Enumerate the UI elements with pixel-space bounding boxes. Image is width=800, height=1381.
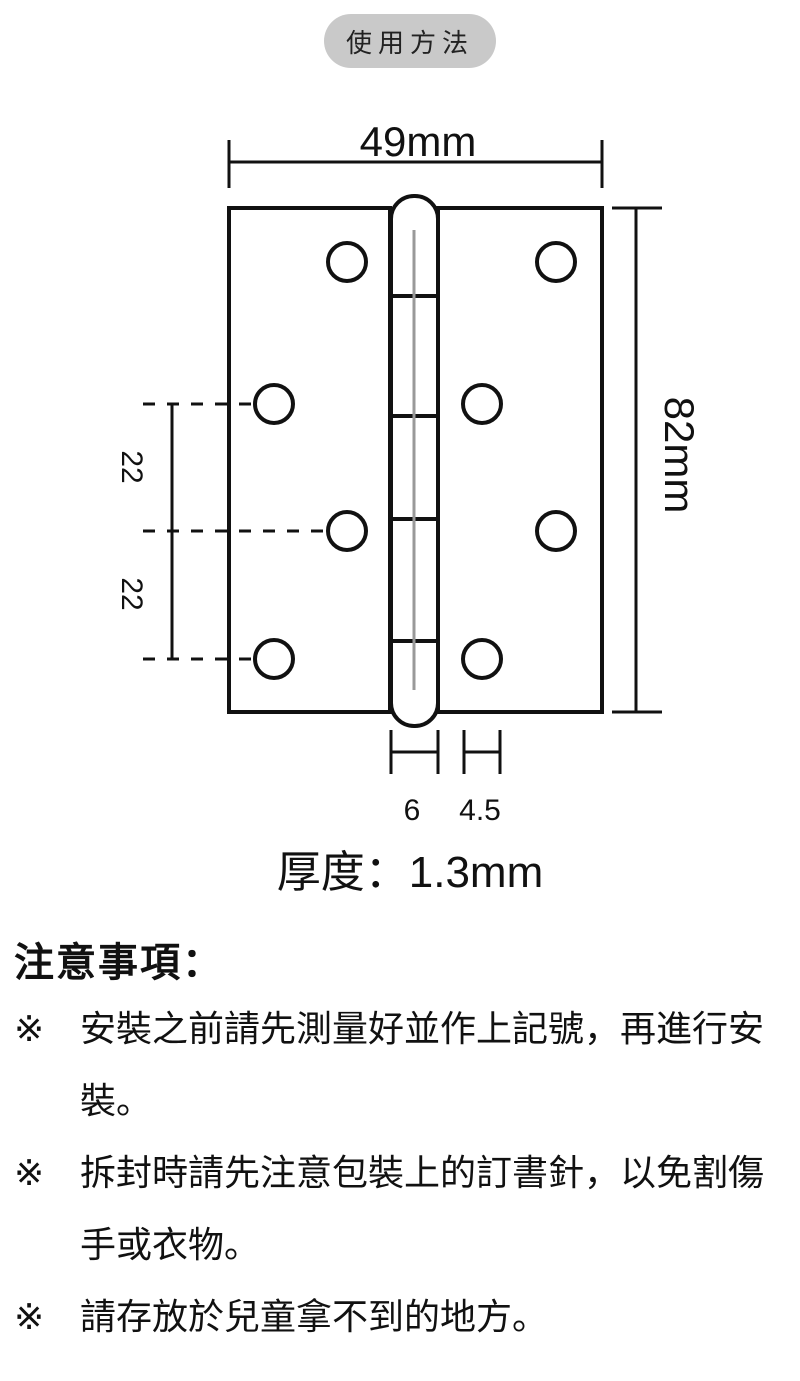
- note-text: 安裝之前請先測量好並作上記號，再進行安裝。: [80, 1009, 765, 1122]
- right-leaf: [436, 206, 604, 714]
- width-dimension: [227, 140, 604, 188]
- note-text: 拆封時請先注意包裝上的訂書針，以免割傷手或衣物。: [80, 1153, 765, 1266]
- hinge-diagram: 49mm 82mm 22 22: [115, 118, 703, 897]
- knuckle-dimension: [389, 730, 440, 774]
- knuckle-width-label: 6: [404, 794, 421, 827]
- left-leaf: [227, 206, 392, 714]
- screw-hole: [326, 510, 368, 552]
- height-label: 82mm: [656, 397, 703, 514]
- edge-gap-dimension: [462, 730, 502, 774]
- hole-spacing-dimension: [143, 402, 330, 661]
- screw-holes: [253, 241, 577, 680]
- screw-hole: [253, 383, 295, 425]
- reference-mark: ※: [14, 1153, 45, 1194]
- caution-notes: 注意事項： ※ 安裝之前請先測量好並作上記號，再進行安裝。 ※ 拆封時請先注意包…: [14, 930, 794, 1354]
- screw-hole: [461, 383, 503, 425]
- screw-hole: [535, 510, 577, 552]
- reference-mark: ※: [14, 1297, 45, 1338]
- notes-title: 注意事項：: [14, 940, 224, 986]
- edge-gap-label: 4.5: [459, 794, 501, 827]
- reference-mark: ※: [14, 1009, 45, 1050]
- spacing-upper-label: 22: [115, 450, 148, 483]
- note-item: ※ 請存放於兒童拿不到的地方。: [14, 1282, 794, 1354]
- thickness-label: 厚度：1.3mm: [277, 848, 543, 897]
- note-item: ※ 安裝之前請先測量好並作上記號，再進行安裝。: [14, 994, 794, 1138]
- spacing-lower-label: 22: [115, 577, 148, 610]
- width-label: 49mm: [360, 118, 477, 165]
- screw-hole: [461, 638, 503, 680]
- note-item: ※ 拆封時請先注意包裝上的訂書針，以免割傷手或衣物。: [14, 1138, 794, 1282]
- screw-hole: [535, 241, 577, 283]
- screw-hole: [253, 638, 295, 680]
- hinge-knuckle: [389, 194, 440, 728]
- note-text: 請存放於兒童拿不到的地方。: [80, 1297, 549, 1338]
- height-dimension: [612, 206, 662, 714]
- usage-header-label: 使用方法: [345, 28, 474, 59]
- usage-header-badge: 使用方法: [324, 14, 496, 68]
- screw-hole: [326, 241, 368, 283]
